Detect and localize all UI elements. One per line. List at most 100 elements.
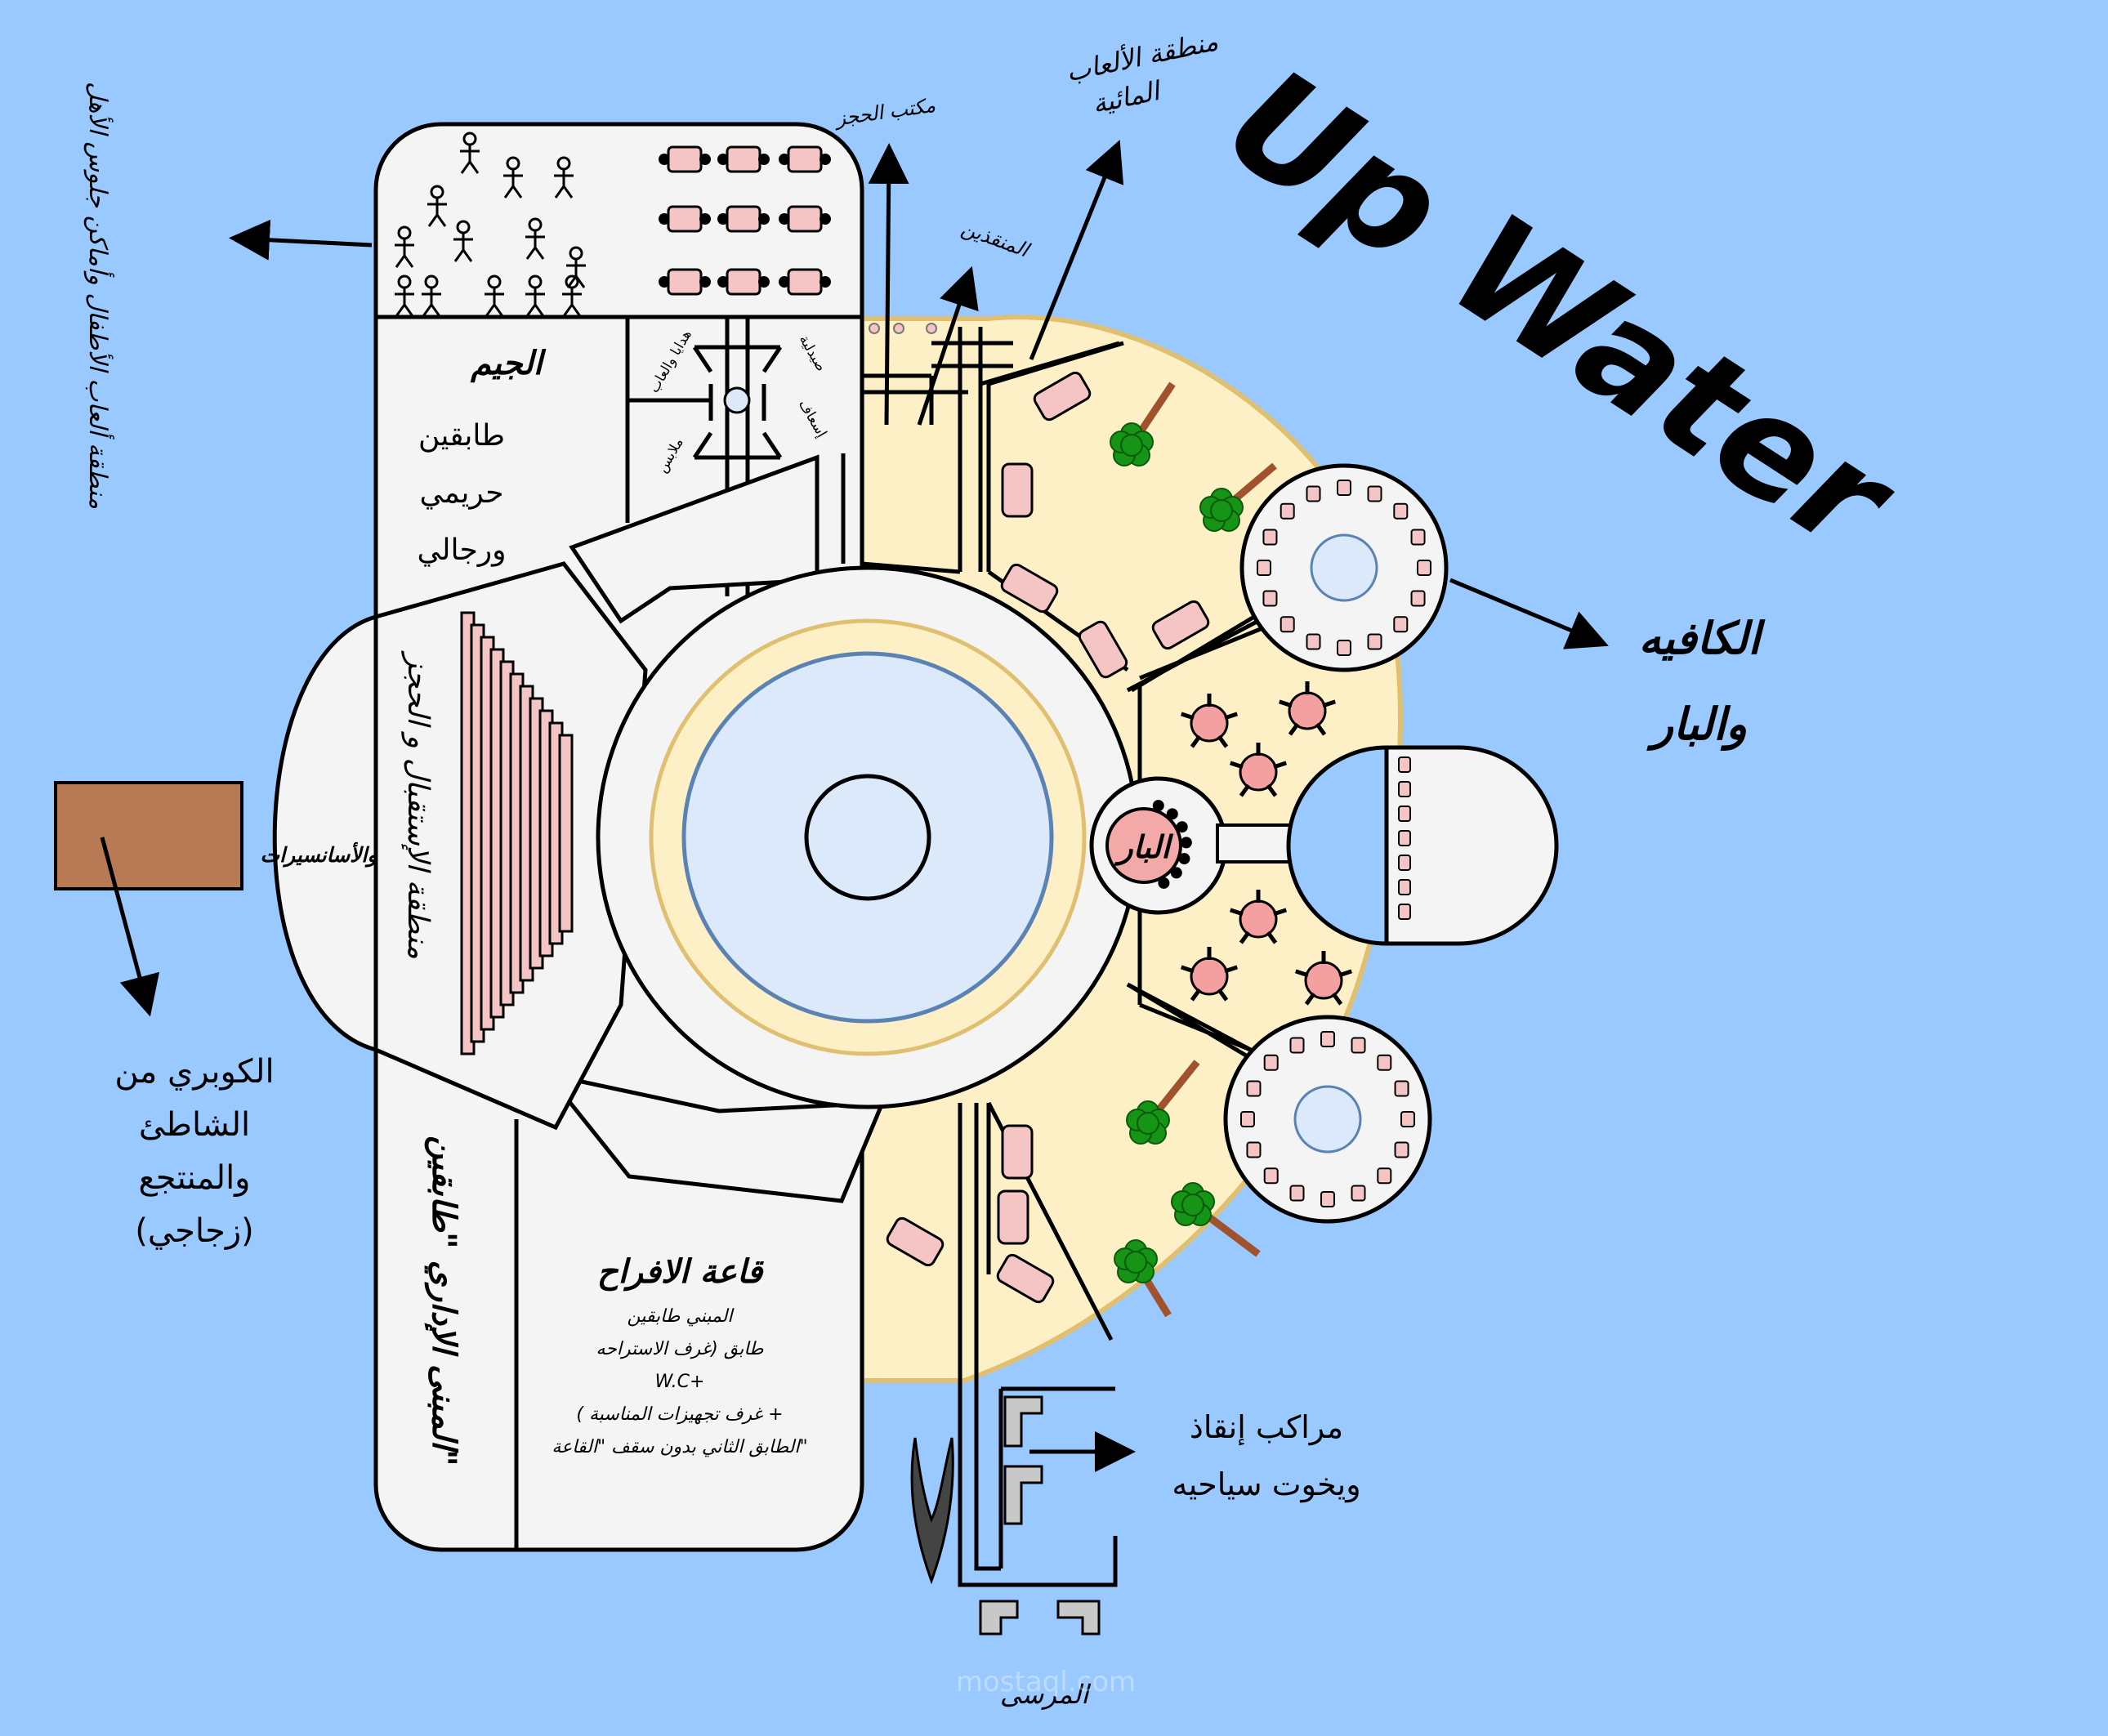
tree-canopy [1124, 1251, 1147, 1274]
boats-label-2: ويخوت سياحيه [1172, 1466, 1360, 1503]
chair [1266, 783, 1278, 797]
chair [1377, 1054, 1392, 1071]
trees [869, 323, 1277, 1318]
chair [1367, 633, 1382, 650]
seat [1398, 756, 1411, 773]
table [1190, 957, 1229, 996]
arrow-bridge [100, 837, 160, 1017]
table [667, 268, 703, 296]
chair [1315, 722, 1327, 736]
kid-figure [427, 185, 447, 227]
seat-dot [758, 154, 770, 165]
deck-dot [893, 323, 904, 334]
reception-stairs [460, 611, 574, 1055]
seat [1398, 806, 1411, 822]
chair [1306, 485, 1321, 502]
table [1304, 961, 1343, 1000]
seat-dot [820, 276, 831, 288]
seat [1398, 830, 1411, 846]
chair [1262, 529, 1278, 546]
elevators-label: والأسانسيرات [261, 841, 377, 868]
arrow-cafe [1449, 578, 1609, 649]
table [726, 268, 761, 296]
cafe-pool [1293, 1085, 1362, 1154]
chair [1393, 502, 1409, 520]
sun-bed [1001, 462, 1034, 518]
chair [1337, 640, 1351, 656]
kid-figure [525, 274, 545, 317]
cafe-pool [1310, 533, 1378, 602]
tree-canopy [1137, 1112, 1159, 1135]
chair [1304, 992, 1316, 1006]
kid-figure [460, 132, 480, 174]
chair [1417, 560, 1431, 576]
cafe-label-2: والبار [1646, 698, 1747, 752]
chair [1377, 1167, 1392, 1185]
chair [1394, 1080, 1409, 1097]
table [667, 205, 703, 233]
chair [1240, 1111, 1255, 1127]
seat-dot [820, 154, 831, 165]
label-kids-area: منطقة ألعاب الأطفال وأماكن جلوس الأهل [83, 82, 114, 509]
pier [958, 1103, 1118, 1587]
arrow-kids [229, 219, 373, 261]
sun-bed [886, 1216, 945, 1267]
chair [1180, 965, 1195, 974]
table [787, 145, 823, 173]
hub-wings [373, 454, 886, 1203]
kid-figure [554, 156, 574, 199]
stair-step [558, 734, 574, 933]
seat [1398, 879, 1411, 895]
arrow-lifeguards [917, 266, 979, 426]
wedding-desc-2: طابق (غرف الاستراحه [596, 1339, 764, 1359]
boats [979, 1395, 1101, 1636]
bridge-label-2: الشاطئ [139, 1106, 250, 1144]
chair [1246, 1080, 1262, 1097]
seat-dot [699, 213, 711, 225]
wedding-desc-1: المبني طابقين [627, 1306, 735, 1327]
boats-label-1: مراكب إنقاذ [1190, 1409, 1343, 1446]
chair [1289, 1185, 1305, 1202]
chair [1257, 560, 1271, 576]
kids-figures [395, 132, 586, 317]
chair [1273, 761, 1288, 770]
chair [1180, 712, 1195, 721]
bar-stool [1170, 867, 1182, 879]
chair [1320, 1031, 1335, 1047]
table [1190, 703, 1229, 743]
chair [1229, 761, 1244, 770]
chair [1351, 1037, 1366, 1054]
chair [1224, 965, 1239, 974]
wedding-desc-5: الطابق الثاني بدون سقف "القاعة" [552, 1437, 807, 1457]
chair [1239, 783, 1251, 797]
arrow-booking [868, 143, 909, 426]
table [667, 145, 703, 173]
table [787, 268, 823, 296]
bar-counter [1105, 807, 1182, 884]
bar-stool [1152, 800, 1164, 812]
chair [1190, 988, 1202, 1002]
seat-dot [699, 276, 711, 288]
seat-dot [758, 213, 770, 225]
sun-bed [1151, 600, 1210, 650]
lounge-seats [1398, 756, 1411, 920]
chair [1367, 485, 1382, 502]
admin-label: المبنى الإداري "طابقين" [424, 1136, 462, 1466]
wedding-desc-4: ( غرف تجهيزات المناسبة + [576, 1404, 783, 1425]
cafe-bottom [1223, 1015, 1432, 1224]
deck-dot [869, 323, 880, 334]
chair [1239, 930, 1251, 944]
shops-corridor [692, 319, 783, 596]
wedding-title: قاعة الافراح [597, 1253, 764, 1292]
chair [1266, 930, 1278, 944]
corridor-node [723, 386, 751, 414]
chair [1224, 712, 1239, 721]
tree-canopy [1120, 434, 1143, 457]
cafe-top [1239, 463, 1449, 672]
marina-label: المرسى [1000, 1679, 1091, 1710]
chair [1263, 1054, 1279, 1071]
sun-bed [997, 1189, 1029, 1245]
kids-area-label: منطقة ألعاب الأطفال وأماكن جلوس الأهل [83, 82, 114, 509]
deck-dot [926, 323, 937, 334]
